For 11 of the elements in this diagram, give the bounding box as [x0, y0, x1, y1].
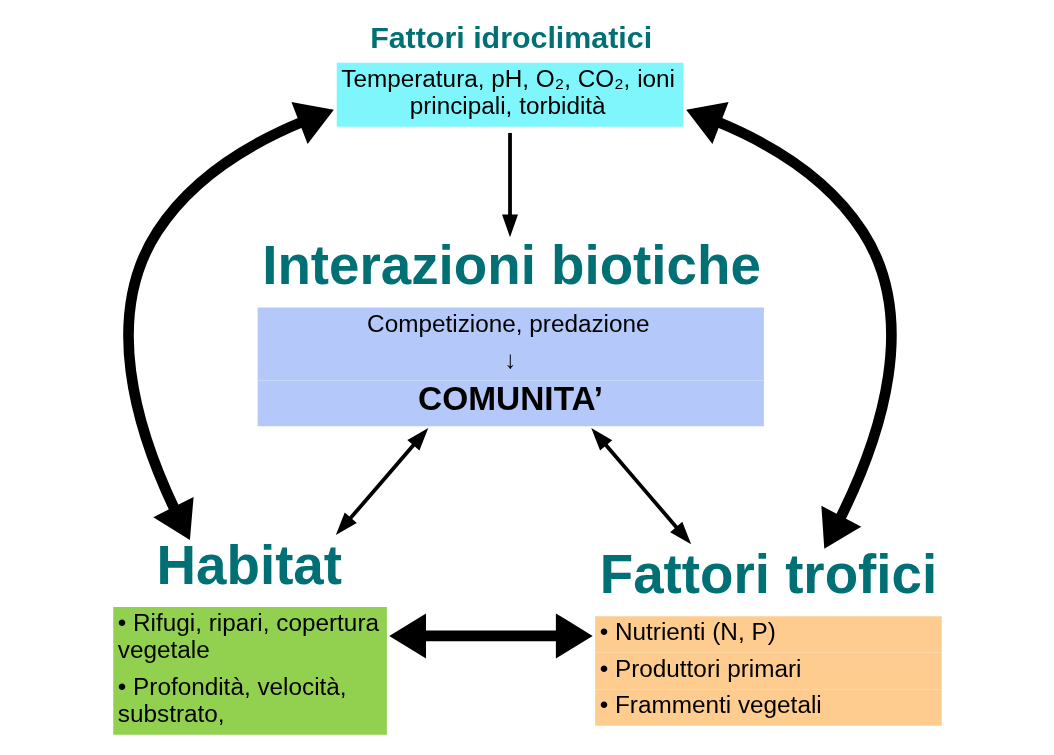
node-label: Habitat: [156, 533, 342, 596]
arrow: [590, 428, 691, 545]
node-box: Temperatura, pH, O₂, CO₂, ioni principali, torbidità: [336, 62, 683, 127]
node-label: Interazioni biotiche: [261, 234, 761, 297]
arrow: [685, 101, 896, 549]
arrow: [335, 428, 428, 536]
node-label: Fattori idroclimatici: [369, 19, 652, 54]
arrow: [388, 613, 593, 659]
arrow: [501, 132, 518, 238]
arrow: [122, 101, 334, 540]
node-label: Fattori trofici: [599, 543, 937, 606]
